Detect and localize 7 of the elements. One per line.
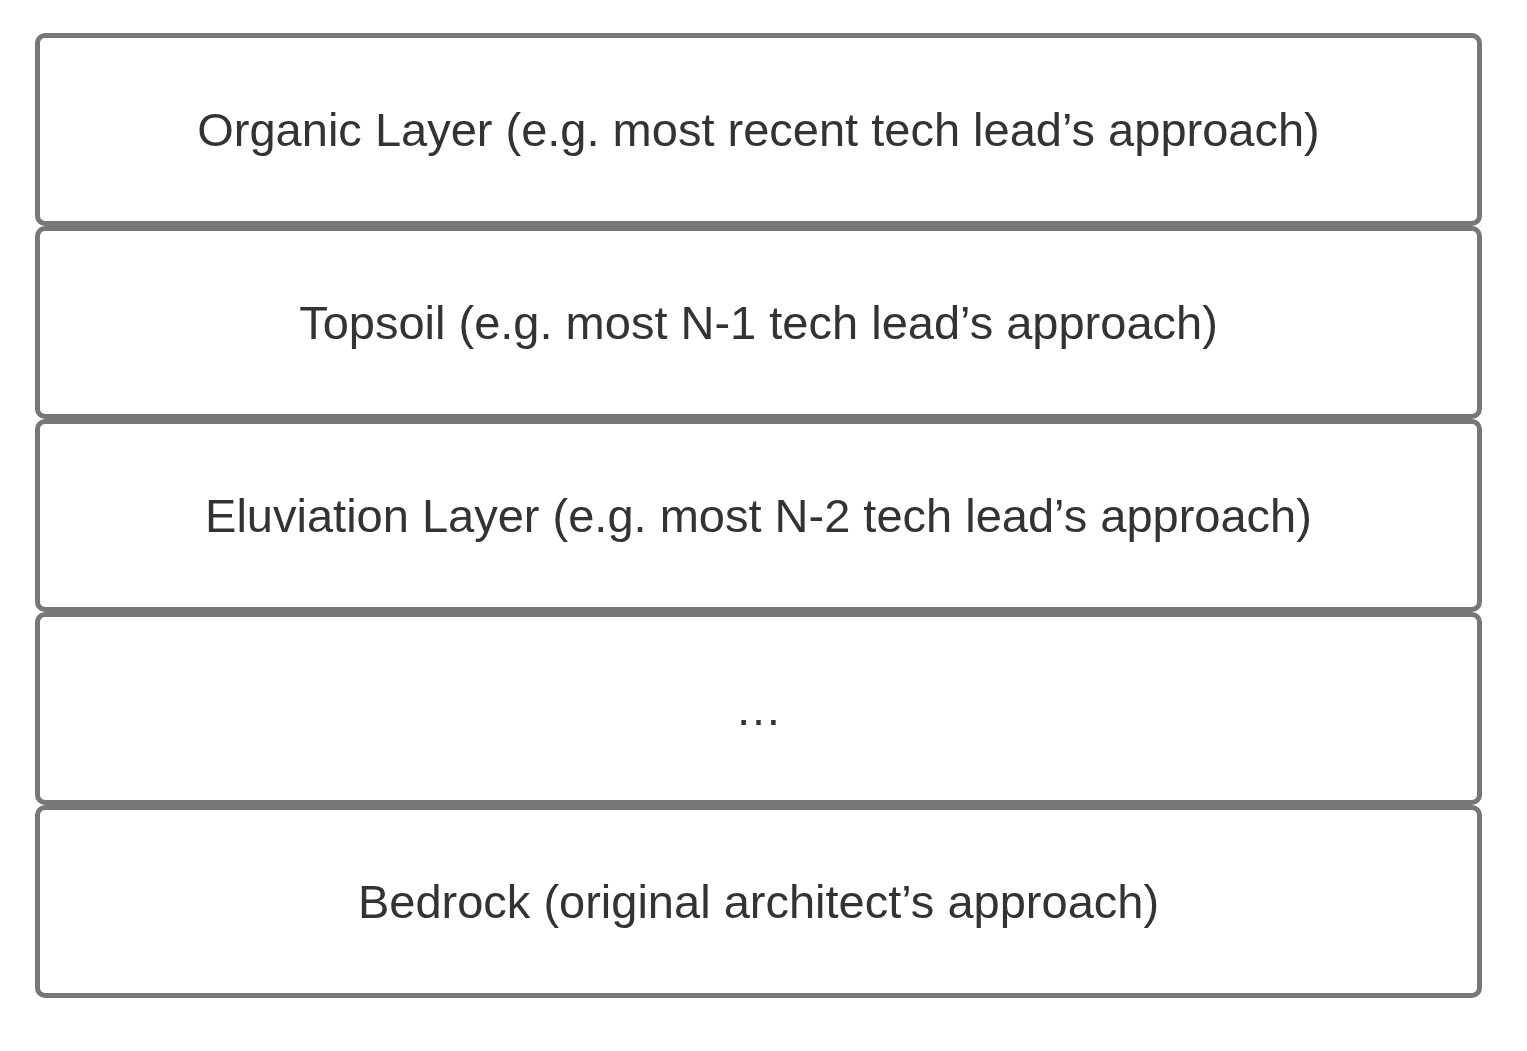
layer-label: … [735,681,782,736]
layer-box [35,33,1482,226]
layer-label: Organic Layer (e.g. most recent tech lead’s approach) [197,102,1320,157]
layer-box [35,805,1482,998]
layer-label: Bedrock (original architect’s approach) [357,874,1160,929]
layer-label: Eluviation Layer (e.g. most N-2 tech lead’s approach) [205,488,1312,543]
layer-label: Topsoil (e.g. most N-1 tech lead’s approach) [299,295,1218,350]
